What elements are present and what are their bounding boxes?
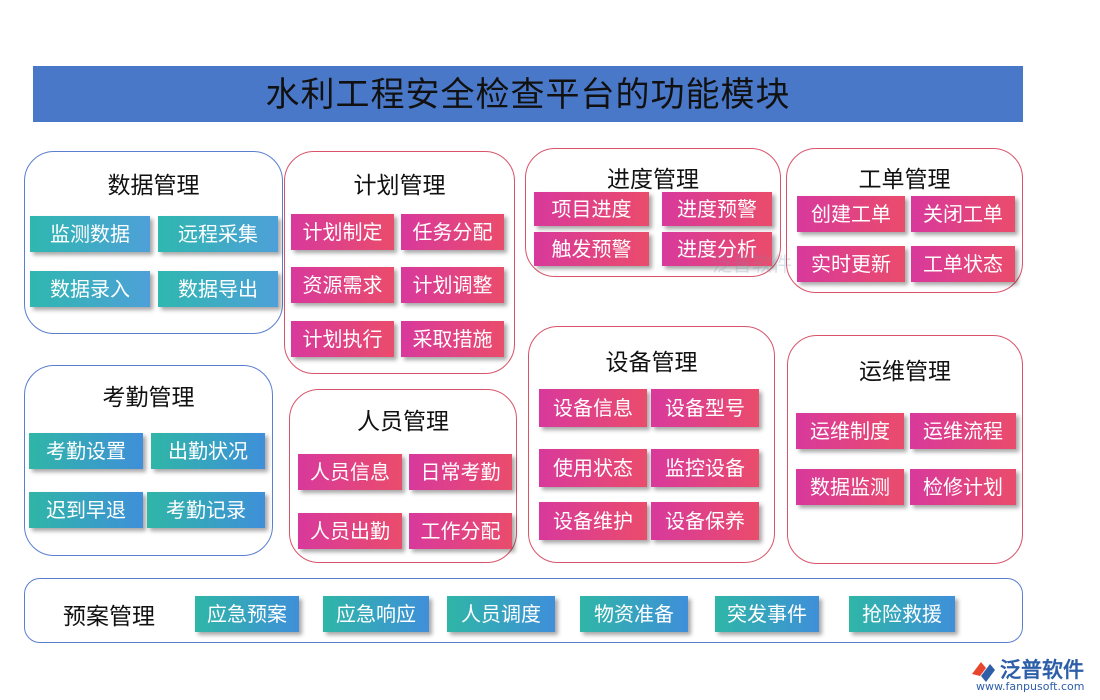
module-item[interactable]: 工作分配 xyxy=(409,513,512,549)
module-item[interactable]: 物资准备 xyxy=(580,596,688,632)
module-equipment: 设备管理 设备信息 设备型号 使用状态 监控设备 设备维护 设备保养 xyxy=(528,326,775,563)
module-plans: 预案管理 应急预案 应急响应 人员调度 物资准备 突发事件 抢险救援 xyxy=(24,578,1023,643)
module-item[interactable]: 进度预警 xyxy=(662,192,772,226)
module-item[interactable]: 设备信息 xyxy=(539,389,647,427)
module-item[interactable]: 迟到早退 xyxy=(29,492,143,528)
module-item[interactable]: 进度分析 xyxy=(662,232,772,266)
module-item[interactable]: 数据监测 xyxy=(796,469,904,505)
module-progress: 进度管理 项目进度 进度预警 触发预警 进度分析 xyxy=(525,148,781,277)
module-item[interactable]: 数据导出 xyxy=(158,271,278,307)
module-title: 进度管理 xyxy=(607,167,699,193)
module-item[interactable]: 应急预案 xyxy=(195,596,299,632)
watermark-text: 泛普软件 xyxy=(712,252,792,276)
module-item[interactable]: 计划执行 xyxy=(291,321,394,357)
module-item[interactable]: 数据录入 xyxy=(30,271,150,307)
module-plan: 计划管理 计划制定 任务分配 资源需求 计划调整 计划执行 采取措施 xyxy=(284,151,515,374)
module-item[interactable]: 项目进度 xyxy=(534,192,649,226)
module-title: 设备管理 xyxy=(605,350,698,376)
module-item[interactable]: 任务分配 xyxy=(401,214,504,250)
title-bar: 水利工程安全检查平台的功能模块 xyxy=(33,66,1023,122)
module-item[interactable]: 计划调整 xyxy=(401,267,504,303)
module-title: 预案管理 xyxy=(63,604,155,630)
module-item[interactable]: 触发预警 xyxy=(534,232,649,266)
module-item[interactable]: 监控设备 xyxy=(651,449,759,487)
module-personnel: 人员管理 人员信息 日常考勤 人员出勤 工作分配 xyxy=(289,389,517,563)
brand-name: 泛普软件 xyxy=(1000,658,1084,682)
module-data: 数据管理 监测数据 远程采集 数据录入 数据导出 xyxy=(24,151,283,334)
module-item[interactable]: 计划制定 xyxy=(291,214,394,250)
module-item[interactable]: 运维制度 xyxy=(796,413,904,449)
fanpu-logo-icon xyxy=(972,662,995,682)
module-item[interactable]: 监测数据 xyxy=(30,216,150,252)
module-item[interactable]: 使用状态 xyxy=(539,449,647,487)
module-title: 数据管理 xyxy=(107,173,200,199)
module-item[interactable]: 设备维护 xyxy=(539,502,647,540)
module-item[interactable]: 关闭工单 xyxy=(911,196,1015,232)
module-item[interactable]: 抢险救援 xyxy=(849,596,955,632)
module-attendance: 考勤管理 考勤设置 出勤状况 迟到早退 考勤记录 xyxy=(24,365,273,556)
module-item[interactable]: 突发事件 xyxy=(715,596,819,632)
module-workorder: 工单管理 创建工单 关闭工单 实时更新 工单状态 xyxy=(786,148,1023,293)
brand-url: www.fanpusoft.com xyxy=(976,680,1085,693)
brand-logo: 泛普软件 www.fanpusoft.com xyxy=(968,654,1093,696)
module-title: 考勤管理 xyxy=(102,385,195,411)
module-title: 运维管理 xyxy=(859,359,951,385)
module-item[interactable]: 应急响应 xyxy=(323,596,429,632)
module-item[interactable]: 人员出勤 xyxy=(298,513,402,549)
module-item[interactable]: 检修计划 xyxy=(910,469,1016,505)
page-title: 水利工程安全检查平台的功能模块 xyxy=(265,75,791,115)
module-item[interactable]: 运维流程 xyxy=(910,413,1016,449)
module-item[interactable]: 考勤记录 xyxy=(147,492,265,528)
module-title: 计划管理 xyxy=(353,173,446,199)
module-item[interactable]: 设备型号 xyxy=(651,389,759,427)
module-item[interactable]: 资源需求 xyxy=(291,267,394,303)
module-item[interactable]: 日常考勤 xyxy=(409,454,512,490)
module-item[interactable]: 采取措施 xyxy=(401,321,504,357)
module-item[interactable]: 创建工单 xyxy=(797,196,905,232)
module-item[interactable]: 工单状态 xyxy=(911,246,1015,282)
module-item[interactable]: 实时更新 xyxy=(797,246,905,282)
module-item[interactable]: 人员调度 xyxy=(447,596,555,632)
module-title: 工单管理 xyxy=(858,167,951,193)
module-item[interactable]: 远程采集 xyxy=(158,216,278,252)
module-item[interactable]: 考勤设置 xyxy=(29,433,143,469)
module-item[interactable]: 人员信息 xyxy=(298,454,402,490)
module-item[interactable]: 设备保养 xyxy=(651,502,759,540)
module-title: 人员管理 xyxy=(357,409,449,435)
module-item[interactable]: 出勤状况 xyxy=(151,433,265,469)
module-ops: 运维管理 运维制度 运维流程 数据监测 检修计划 xyxy=(787,335,1023,564)
